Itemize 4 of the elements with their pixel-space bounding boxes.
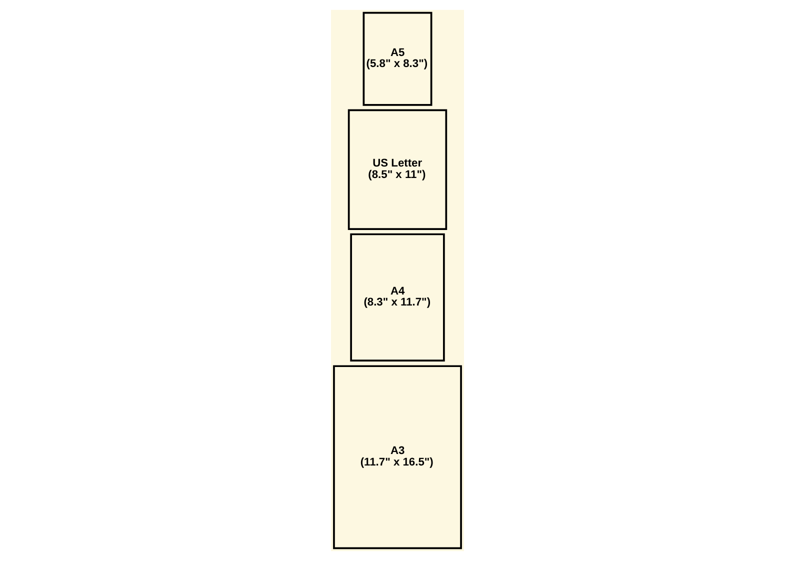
node-box: A3 (11.7" x 16.5") — [332, 365, 462, 550]
node-box: US Letter (8.5" x 11") — [347, 109, 447, 230]
node-box: A4 (8.3" x 11.7") — [350, 233, 444, 362]
node-box: A5 (5.8" x 8.3") — [362, 12, 432, 106]
